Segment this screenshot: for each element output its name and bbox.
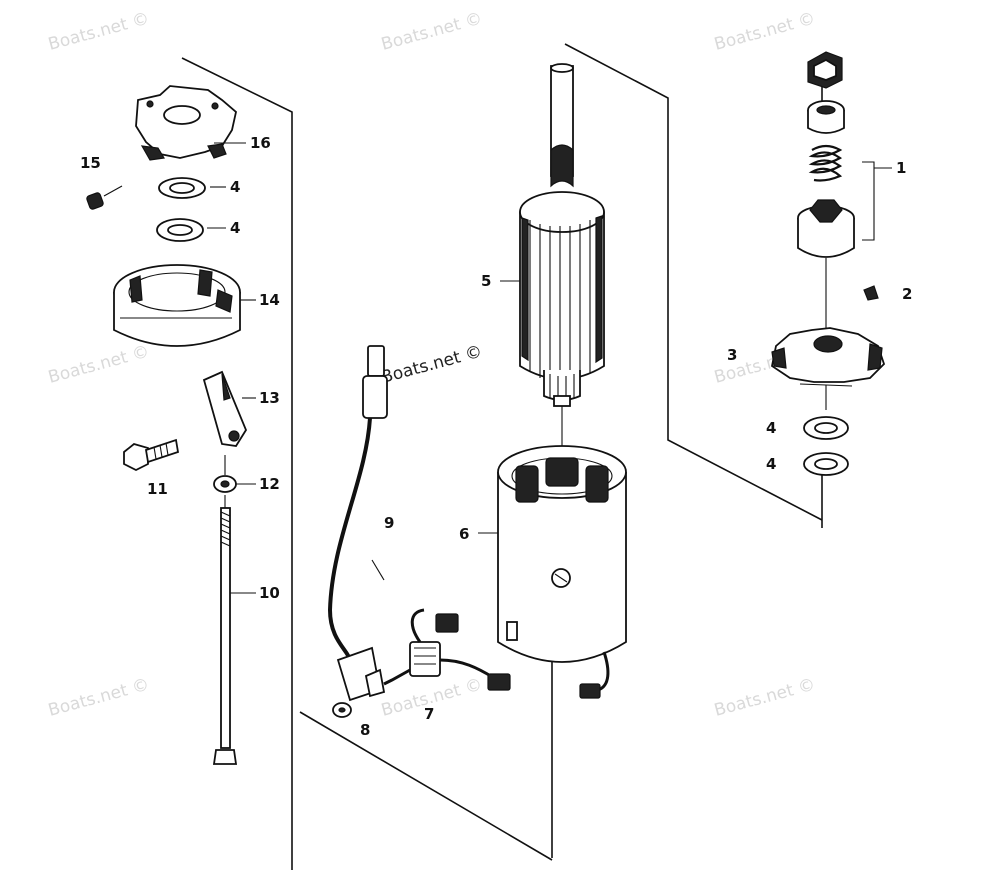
watermark-text: Boats.net © [379, 9, 484, 55]
callout-14: 14 [259, 291, 280, 309]
part-2-clip [863, 285, 879, 301]
callout-12: 12 [259, 475, 280, 493]
callout-4: 4 [766, 455, 776, 473]
watermark-text: Boats.net © [46, 9, 151, 55]
watermark-text: Boats.net © [712, 9, 817, 55]
callout-labels: 1 2 3 4 4 4 4 5 6 7 8 9 10 11 12 13 14 1… [80, 134, 912, 739]
callout-4: 4 [230, 219, 240, 237]
part-15-screw [86, 185, 123, 210]
callout-10: 10 [259, 584, 280, 602]
callout-16: 16 [250, 134, 271, 152]
watermark-text: Boats.net © [46, 675, 151, 721]
leader-lines [207, 142, 892, 594]
part-4-washer [156, 218, 204, 242]
callout-4: 4 [766, 419, 776, 437]
callout-13: 13 [259, 389, 280, 407]
watermark-text-dark: Boats.net © [379, 342, 484, 388]
watermark-text: Boats.net © [712, 675, 817, 721]
part-10-through-bolt [212, 507, 238, 765]
callout-7: 7 [424, 705, 434, 723]
part-3-drive-end-cap [770, 327, 886, 387]
callout-5: 5 [481, 272, 491, 290]
callout-15: 15 [80, 154, 101, 172]
part-4-washer [803, 452, 849, 476]
part-5-armature [519, 63, 605, 407]
part-6-frame [497, 445, 627, 699]
part-8-nut [332, 702, 352, 718]
callout-6: 6 [459, 525, 469, 543]
part-12-nut [213, 475, 237, 493]
callout-3: 3 [727, 346, 737, 364]
part-1-drive-kit [797, 51, 875, 258]
part-7-brush-set [383, 608, 511, 691]
part-11-bolt [123, 438, 180, 472]
callout-9: 9 [384, 514, 394, 532]
part-9-cable [327, 345, 388, 702]
callout-8: 8 [360, 721, 370, 739]
part-4-washer [803, 416, 849, 440]
part-16-end-cap [135, 85, 237, 161]
part-4-washer [158, 177, 206, 199]
part-13-terminal-strap [202, 370, 248, 447]
part-14-brush-holder [113, 264, 241, 347]
callout-4: 4 [230, 178, 240, 196]
watermark-text: Boats.net © [46, 342, 151, 388]
assembly-guide-lines [181, 43, 827, 870]
callout-11: 11 [147, 480, 168, 498]
callout-1: 1 [896, 159, 906, 177]
callout-2: 2 [902, 285, 912, 303]
